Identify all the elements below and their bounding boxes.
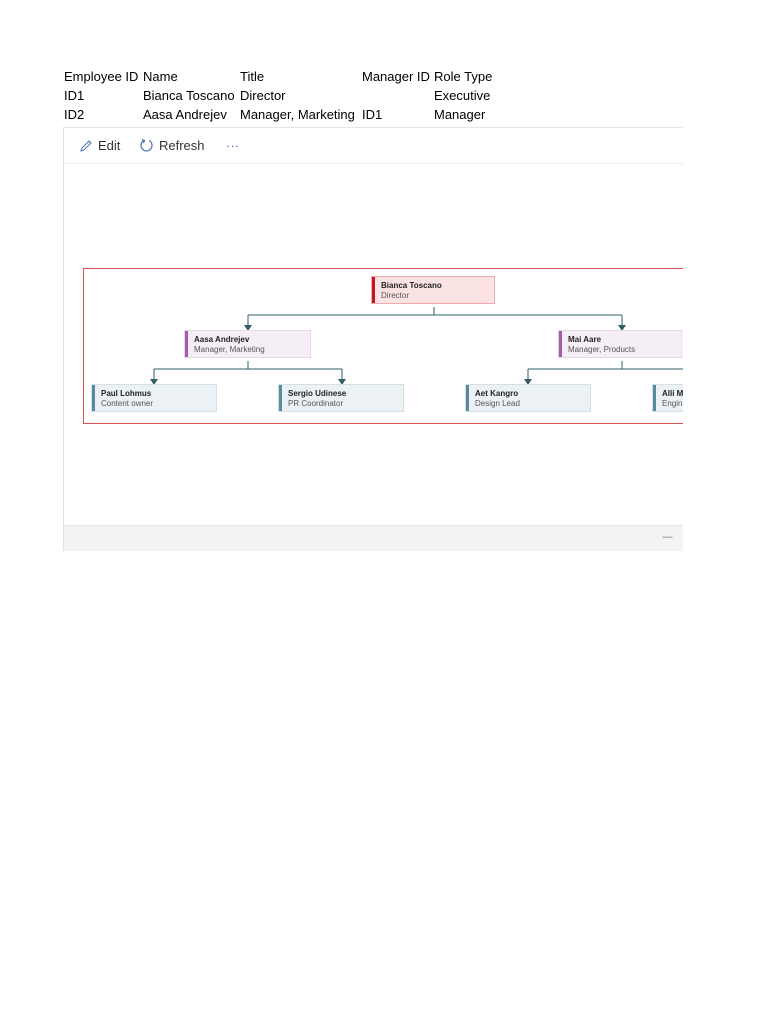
refresh-button[interactable]: Refresh bbox=[139, 138, 205, 153]
node-name: Mai Aare bbox=[568, 335, 602, 344]
cell: Bianca Toscano bbox=[143, 88, 235, 103]
node-title: PR Coordinator bbox=[288, 399, 344, 408]
cell: ID2 bbox=[64, 107, 85, 122]
node-title: Engin bbox=[662, 399, 683, 408]
node-title: Design Lead bbox=[475, 399, 520, 408]
node-name: Bianca Toscano bbox=[381, 281, 442, 290]
connectors bbox=[150, 307, 683, 385]
more-options-button[interactable]: ··· bbox=[226, 138, 239, 153]
cell: Manager bbox=[434, 107, 486, 122]
more-icon: ··· bbox=[226, 138, 239, 153]
cell: Aasa Andrejev bbox=[143, 107, 227, 122]
node-name: Aet Kangro bbox=[475, 389, 519, 398]
header-manager-id: Manager ID bbox=[362, 69, 430, 84]
node-name: Paul Lohmus bbox=[101, 389, 152, 398]
refresh-icon bbox=[140, 138, 153, 152]
cell: ID1 bbox=[362, 107, 383, 122]
cell: ID1 bbox=[64, 88, 85, 103]
node-title: Content owner bbox=[101, 399, 154, 408]
cell: Director bbox=[240, 88, 286, 103]
node-name: Sergio Udinese bbox=[288, 389, 347, 398]
header-title: Title bbox=[240, 69, 265, 84]
header-employee-id: Employee ID bbox=[64, 69, 139, 84]
node-name: Alli M bbox=[662, 389, 683, 398]
node-title: Manager, Marketing bbox=[194, 345, 265, 354]
refresh-label: Refresh bbox=[159, 138, 205, 153]
cell: Manager, Marketing bbox=[240, 107, 355, 122]
node-title: Manager, Products bbox=[568, 345, 636, 354]
header-name: Name bbox=[143, 69, 178, 84]
toolbar: Edit Refresh ··· bbox=[64, 128, 683, 164]
minimize-button[interactable]: — bbox=[662, 530, 673, 543]
panel-footer: — bbox=[64, 525, 683, 551]
cell: Executive bbox=[434, 88, 491, 103]
node-title: Director bbox=[381, 291, 410, 300]
edit-label: Edit bbox=[98, 138, 121, 153]
pencil-icon bbox=[80, 139, 92, 152]
edit-button[interactable]: Edit bbox=[79, 138, 120, 153]
header-role-type: Role Type bbox=[434, 69, 493, 84]
node-name: Aasa Andrejev bbox=[194, 335, 250, 344]
